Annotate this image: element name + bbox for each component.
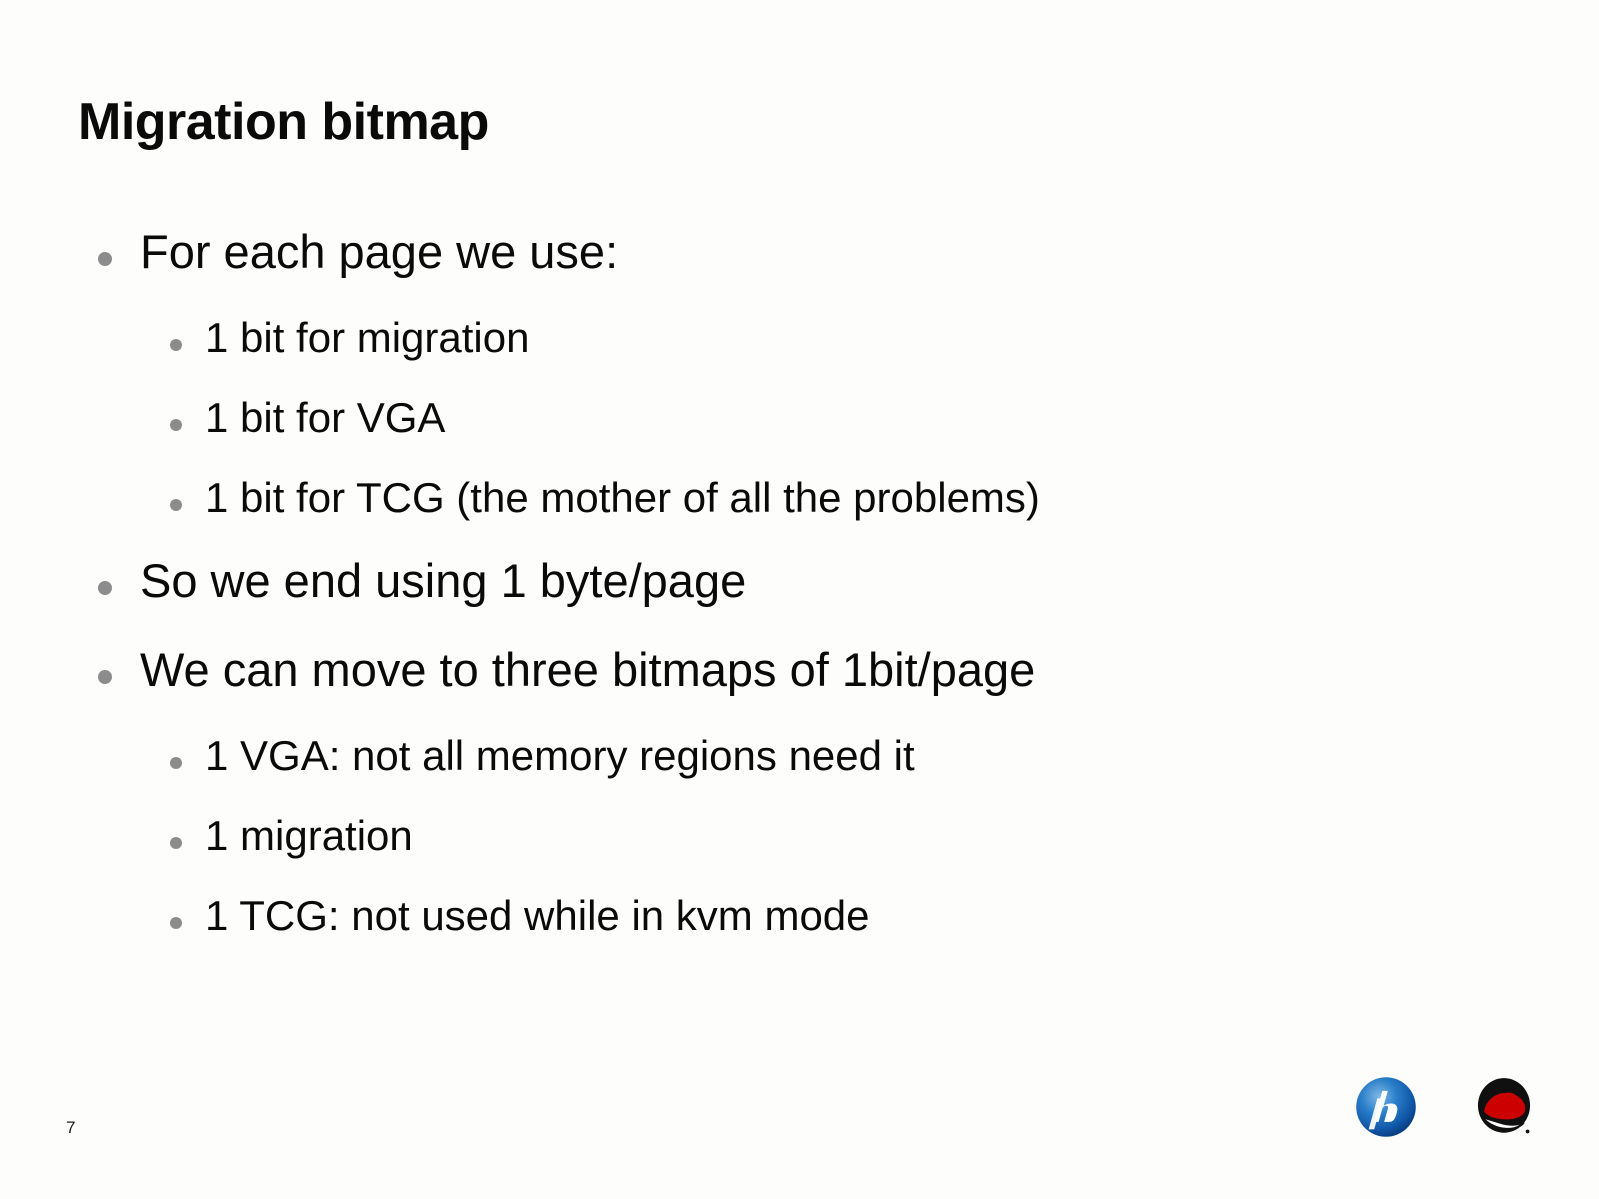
list-item-label: So we end using 1 byte/page: [140, 554, 747, 607]
page-title: Migration bitmap: [78, 93, 489, 151]
bullet-dot-icon: [170, 419, 182, 431]
list-item: 1 migration: [0, 815, 1400, 895]
bullet-dot-icon: [170, 339, 182, 351]
bullet-dot-icon: [98, 581, 112, 595]
logo-group: [1345, 1072, 1545, 1150]
list-item: 1 bit for TCG (the mother of all the pro…: [0, 477, 1400, 557]
bullet-list: For each page we use: 1 bit for migratio…: [0, 228, 1400, 975]
bullet-dot-icon: [98, 670, 112, 684]
red-hat-logo-icon: [1477, 1078, 1531, 1134]
bullet-dot-icon: [170, 499, 182, 511]
bullet-dot-icon: [170, 757, 182, 769]
list-item-label: 1 bit for migration: [205, 314, 530, 361]
list-item: 1 bit for VGA: [0, 397, 1400, 477]
list-item: 1 TCG: not used while in kvm mode: [0, 895, 1400, 975]
list-item-label: 1 bit for TCG (the mother of all the pro…: [205, 474, 1040, 521]
list-item: For each page we use:: [0, 228, 1400, 317]
bullet-dot-icon: [170, 917, 182, 929]
list-item-label: 1 bit for VGA: [205, 394, 446, 441]
list-item-label: 1 migration: [205, 812, 413, 859]
bullet-dot-icon: [98, 252, 112, 266]
list-item-label: For each page we use:: [140, 225, 619, 278]
page-number: 7: [66, 1118, 76, 1137]
list-item: 1 VGA: not all memory regions need it: [0, 735, 1400, 815]
list-item-label: 1 VGA: not all memory regions need it: [205, 732, 915, 779]
hp-logo-icon: [1356, 1077, 1416, 1137]
bullet-dot-icon: [170, 837, 182, 849]
list-item: So we end using 1 byte/page: [0, 557, 1400, 646]
list-item-label: 1 TCG: not used while in kvm mode: [205, 892, 870, 939]
list-item-label: We can move to three bitmaps of 1bit/pag…: [140, 643, 1036, 696]
list-item: We can move to three bitmaps of 1bit/pag…: [0, 646, 1400, 735]
list-item: 1 bit for migration: [0, 317, 1400, 397]
